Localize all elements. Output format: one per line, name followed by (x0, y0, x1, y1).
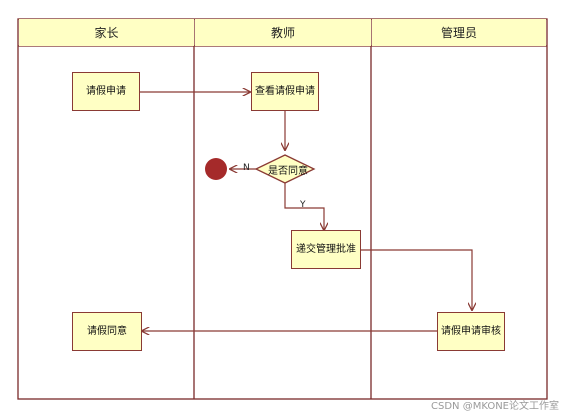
node-parent-request-label: 请假申请 (86, 86, 126, 97)
end-node (205, 158, 227, 180)
edge-label-yes: Y (300, 200, 306, 210)
lane-title-parent: 家长 (94, 26, 119, 40)
node-decision-label: 是否同意 (268, 165, 308, 177)
lane-header-parent: 家长 (19, 19, 194, 46)
lane-header-teacher: 教师 (195, 19, 371, 46)
node-parent-request: 请假申请 (72, 72, 140, 111)
node-submit-admin: 递交管理批准 (291, 230, 361, 269)
edge-submit-to-review (361, 249, 472, 310)
watermark-text: CSDN @MKONE论文工作室 (431, 401, 559, 412)
node-submit-admin-label: 递交管理批准 (296, 244, 356, 255)
lane-title-teacher: 教师 (270, 26, 295, 40)
node-parent-agree: 请假同意 (72, 312, 142, 351)
node-parent-agree-label: 请假同意 (87, 326, 127, 337)
node-teacher-view: 查看请假申请 (251, 72, 319, 111)
lane-header-admin: 管理员 (372, 19, 546, 46)
lane-title-admin: 管理员 (440, 26, 477, 40)
edge-decision-yes (284, 183, 324, 230)
edge-label-no: N (243, 163, 250, 173)
node-admin-review: 请假申请审核 (437, 312, 505, 351)
node-teacher-view-label: 查看请假申请 (255, 86, 315, 97)
node-admin-review-label: 请假申请审核 (441, 326, 501, 337)
